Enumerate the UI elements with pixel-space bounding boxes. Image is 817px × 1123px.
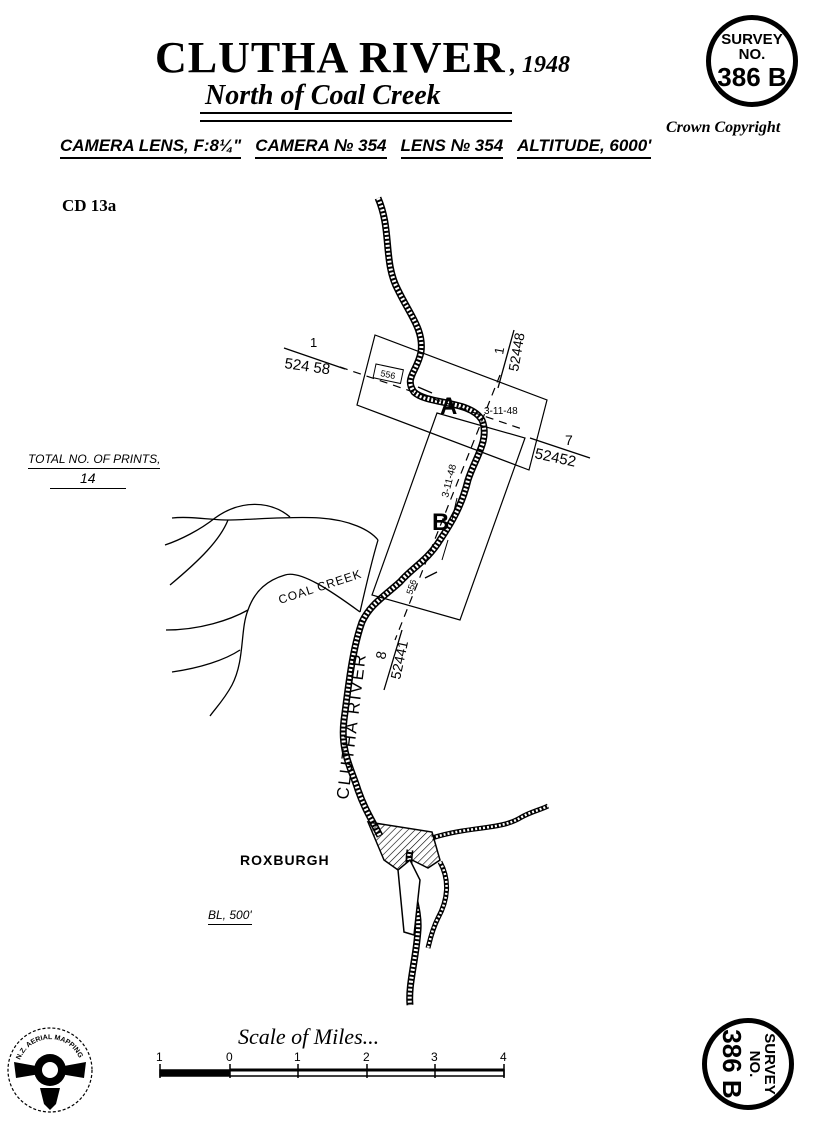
total-prints-value: 14 <box>50 470 126 489</box>
roxburgh-label: ROXBURGH <box>240 852 330 868</box>
bracket-b: 556 <box>404 578 418 595</box>
map-title: CLUTHA RIVER <box>155 33 506 82</box>
date-b: 3-11-48 <box>440 463 459 499</box>
crown-copyright: Crown Copyright <box>666 119 781 136</box>
roxburgh-wedge <box>397 858 421 936</box>
scale-tick-2: 1 <box>294 1050 301 1064</box>
stamp-bottom-line-2: NO. <box>746 1050 763 1078</box>
stamp-line-1: SURVEY <box>721 31 783 48</box>
subtitle-underline <box>200 112 512 122</box>
survey-stamp-top: SURVEY NO. 386 B <box>706 15 798 107</box>
scale-tick-5: 4 <box>500 1050 507 1064</box>
total-prints-label: TOTAL NO. OF PRINTS, <box>28 452 161 469</box>
run-b-top: 8 <box>372 649 389 660</box>
scale-tick-3: 2 <box>363 1050 370 1064</box>
photo-blocks <box>356 334 548 621</box>
run-a-right-bottom: 52448 <box>505 331 528 372</box>
scale-bar: 1 0 1 2 3 4 <box>156 1050 507 1078</box>
lens-number: LENS № 354 <box>400 136 504 159</box>
survey-stamp-bottom: SURVEY NO. 386 B <box>702 1018 794 1110</box>
altitude: ALTITUDE, 6000' <box>517 136 652 159</box>
stamp-bottom-line-3: 386 B <box>717 1029 747 1099</box>
logo-text: N.Z. AERIAL MAPPING LTD. <box>0 0 85 1061</box>
map-year: , 1948 <box>510 52 570 78</box>
run-a-east-bottom: 52452 <box>533 445 577 470</box>
base-line-label: BL, 500' <box>208 908 252 925</box>
map-reference: CD 13a <box>62 196 117 215</box>
block-a-outline <box>356 334 548 471</box>
stamp-bottom-line-1: SURVEY <box>761 1033 778 1095</box>
roxburgh-area <box>366 821 441 871</box>
aerial-mapping-logo: N.Z. AERIAL MAPPING LTD. <box>0 0 93 1113</box>
scale-tick-0: 1 <box>156 1050 163 1064</box>
scale-tick-1: 0 <box>226 1050 233 1064</box>
coal-creek-label: COAL CREEK <box>277 567 364 607</box>
run-b-bottom: 52441 <box>387 639 411 681</box>
run-a-left-top: 1 <box>310 335 317 350</box>
camera-info-line: CAMERA LENS, F:8¼" CAMERA № 354 LENS № 354… <box>60 136 665 159</box>
svg-text:N.Z. AERIAL MAPPING LTD.: N.Z. AERIAL MAPPING LTD. <box>0 0 85 1061</box>
stamp-line-3: 386 B <box>717 62 787 92</box>
run-a-right-top: 1 <box>491 346 507 356</box>
flight-line-ends <box>283 329 591 691</box>
block-b-outline <box>371 412 526 621</box>
clutha-river-label: CLUTHA RIVER <box>333 652 370 801</box>
clutha-river-course <box>339 196 550 1006</box>
camera-lens: CAMERA LENS, F:8¼" <box>60 136 242 159</box>
bracket-a: 556 <box>380 368 397 381</box>
date-a: 3-11-48 <box>484 406 518 417</box>
map-subtitle: North of Coal Creek <box>205 80 441 111</box>
run-a-east-top: 7 <box>565 432 573 448</box>
flight-lines <box>339 366 526 641</box>
camera-number: CAMERA № 354 <box>255 136 387 159</box>
block-a-label: A <box>440 393 457 420</box>
scale-tick-4: 3 <box>431 1050 438 1064</box>
block-b-label: B <box>432 509 449 536</box>
run-a-left-bottom: 524 58 <box>283 355 331 378</box>
stamp-line-2: NO. <box>738 46 766 63</box>
coal-creek-streams <box>164 503 379 717</box>
scale-title: Scale of Miles... <box>238 1024 380 1049</box>
